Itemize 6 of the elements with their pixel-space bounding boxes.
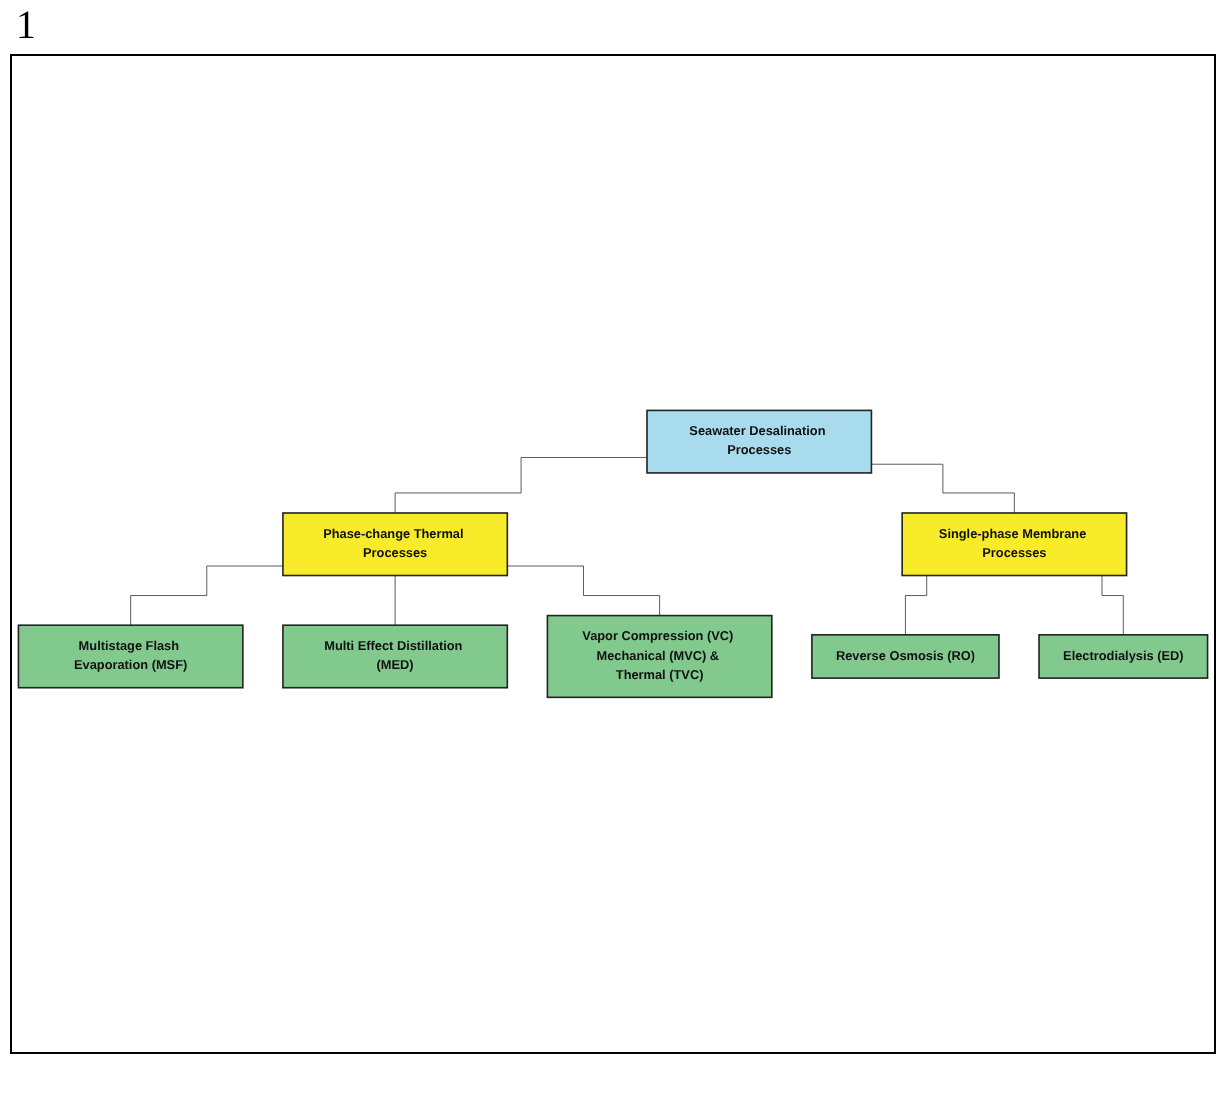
figure-number: 1 xyxy=(14,2,38,52)
connector xyxy=(130,565,284,626)
connector xyxy=(871,463,1015,514)
connector xyxy=(394,575,396,626)
connector xyxy=(506,565,660,617)
connector xyxy=(394,457,648,514)
